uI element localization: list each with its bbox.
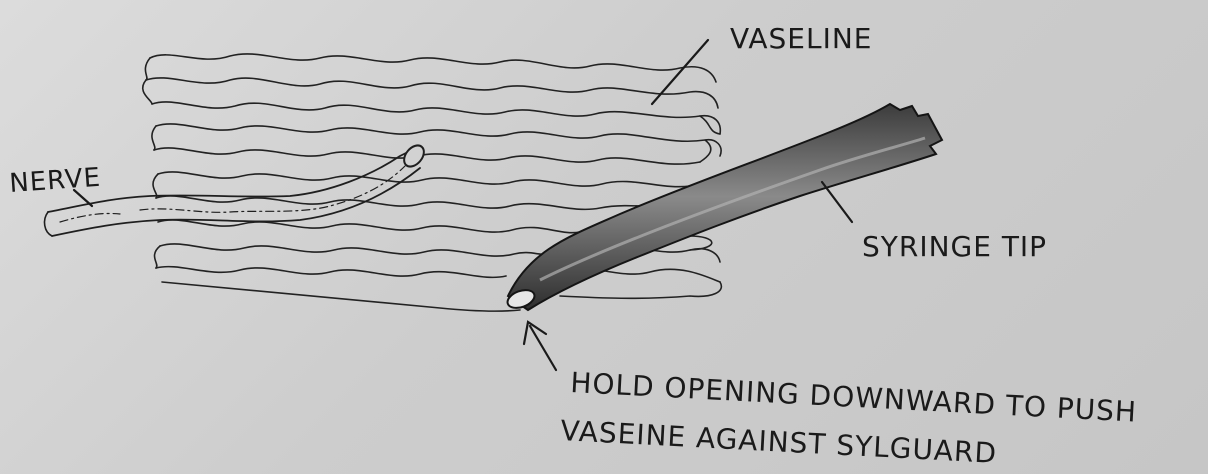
nerve-label: NERVE [8, 163, 102, 199]
vaseline-leader [652, 40, 708, 104]
syringe-tip-leader [822, 182, 852, 222]
vaseline-label: VASELINE [730, 22, 872, 55]
syringe-tip-label: SYRINGE TIP [862, 230, 1047, 263]
instruction-line-2: VASEINE AGAINST SYLGUARD [560, 414, 998, 470]
nerve-tube [45, 142, 428, 236]
vaseline-mass [143, 54, 722, 311]
